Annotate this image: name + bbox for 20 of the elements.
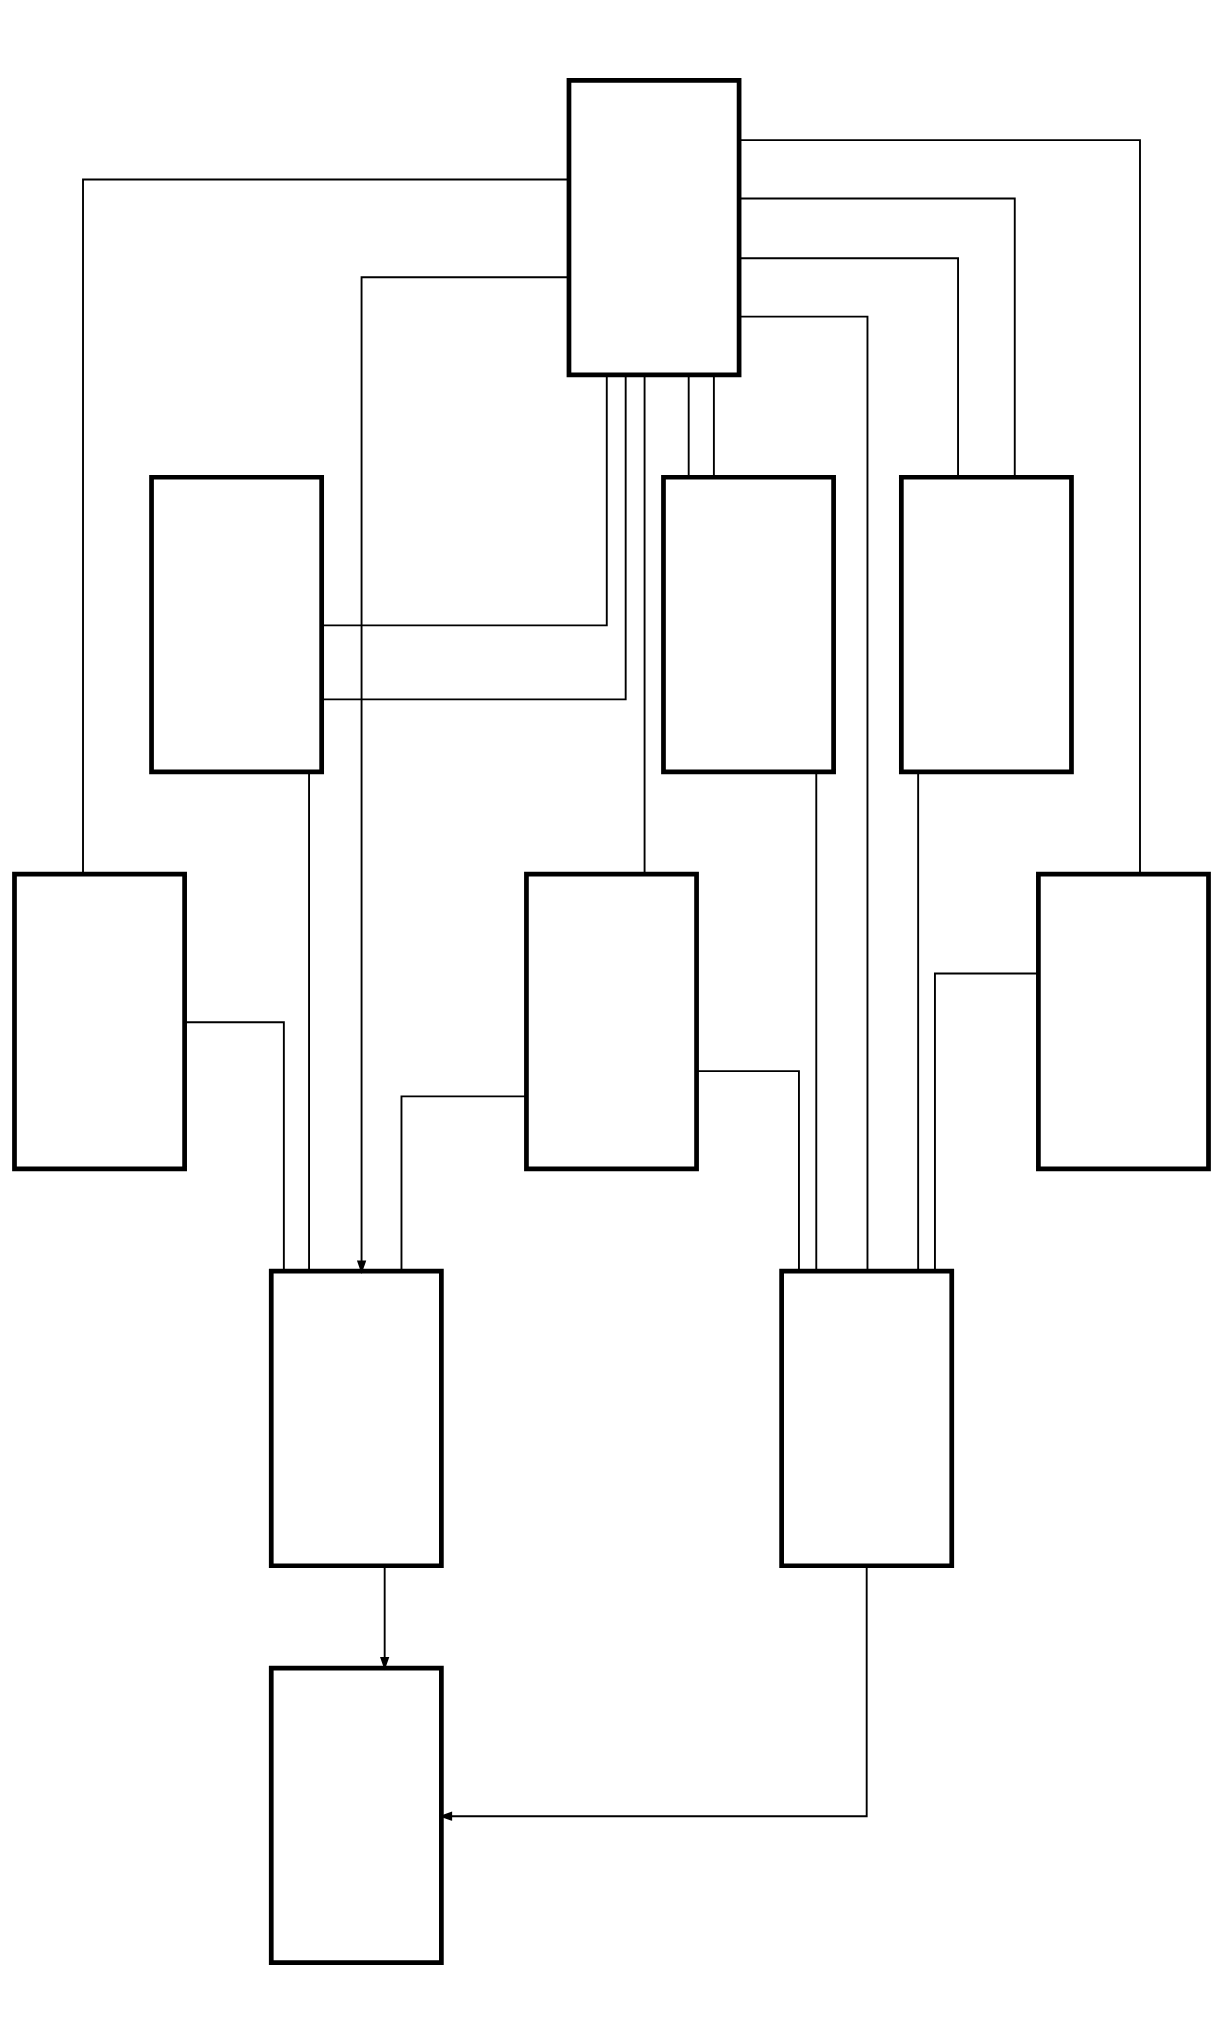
- connector: [738, 256, 959, 478]
- node-box: [1036, 871, 1211, 1171]
- node-box: [12, 871, 187, 1171]
- arrow: [356, 275, 570, 1274]
- node-box: [524, 871, 699, 1171]
- node-box: [779, 1268, 955, 1568]
- node-box: [149, 474, 325, 774]
- node-box: [898, 474, 1074, 774]
- connector: [183, 1020, 285, 1272]
- connector: [738, 315, 869, 1272]
- connector: [934, 972, 1039, 1272]
- connector: [696, 1069, 800, 1272]
- node-box: [268, 1268, 444, 1568]
- connector: [738, 197, 1016, 478]
- connector: [400, 1094, 528, 1272]
- node-box: [566, 77, 742, 377]
- connector: [82, 178, 570, 875]
- connector: [738, 138, 1141, 875]
- node-box: [661, 474, 836, 774]
- node-box: [268, 1665, 444, 1965]
